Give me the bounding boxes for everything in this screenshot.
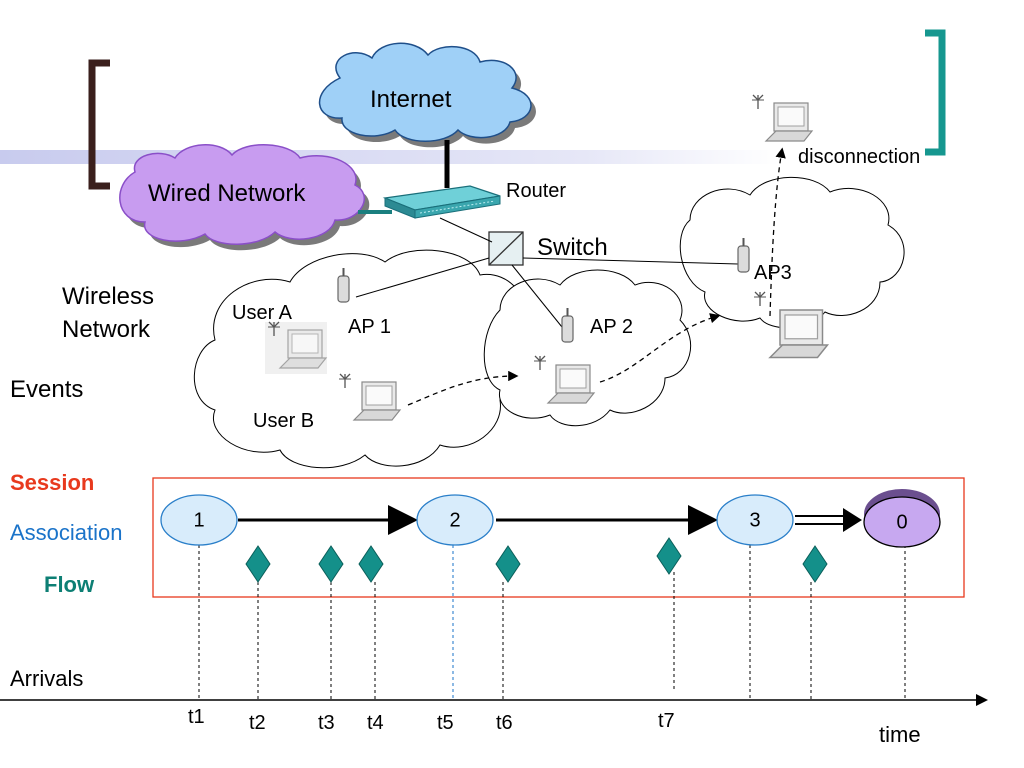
state-0: 0 (863, 489, 941, 548)
time-label: time (879, 722, 921, 747)
legend-flow: Flow (44, 572, 95, 597)
tick-t4: t4 (367, 712, 384, 734)
ap2-label: AP 2 (590, 316, 633, 338)
wireless-network-label-line2: Network (62, 316, 151, 343)
router-device (382, 185, 501, 219)
router-label: Router (506, 180, 567, 202)
internet-cloud (318, 42, 536, 148)
switch-ap1-link (355, 257, 490, 298)
state-0-label: 0 (896, 511, 907, 533)
disconnection-label: disconnection (798, 146, 921, 168)
switch-ap3-link (522, 257, 739, 265)
wireless-cloud-2 (483, 269, 692, 427)
ap3-label: AP3 (754, 262, 792, 284)
state-3-label: 3 (749, 509, 760, 531)
left-bracket (88, 59, 110, 190)
arrivals-label: Arrivals (10, 666, 84, 691)
tick-t7: t7 (658, 710, 675, 732)
legend-session: Session (10, 470, 95, 495)
router-switch-link (439, 217, 493, 243)
flow-diamond-t8 (802, 545, 828, 583)
user-a-label: User A (232, 302, 293, 324)
header-band (0, 150, 780, 164)
right-bracket (925, 29, 946, 156)
ap1-label: AP 1 (348, 316, 391, 338)
tick-t6: t6 (496, 712, 513, 734)
flow-diamond-t3 (318, 545, 344, 583)
flow-diamond-t6 (495, 545, 521, 583)
flow-diamond-t2 (245, 545, 271, 583)
state-3: 3 (716, 494, 794, 546)
user-b-label: User B (253, 410, 315, 432)
switch-label: Switch (537, 234, 608, 261)
move-arrow-2 (599, 313, 721, 383)
events-label: Events (10, 376, 84, 403)
state-1: 1 (160, 494, 238, 546)
flow-diamonds (245, 537, 828, 583)
flow-diamond-t7 (656, 537, 682, 575)
wired-network-label: Wired Network (148, 180, 306, 207)
user-a-laptop-icon (265, 321, 327, 374)
tick-t5: t5 (437, 712, 454, 734)
move-arrow-3 (769, 147, 786, 317)
wireless-cloud-3 (679, 176, 905, 329)
session-arrow-3-0 (795, 508, 862, 532)
timeline-frame (152, 477, 965, 598)
state-1-label: 1 (193, 509, 204, 531)
move-arrow-1 (407, 370, 519, 406)
tick-t2: t2 (249, 712, 266, 734)
legend-association: Association (10, 520, 123, 545)
wireless-network-label-line1: Wireless (62, 283, 155, 310)
arrival-guides (198, 545, 906, 700)
internet-label: Internet (370, 86, 452, 113)
switch-ap2-link (511, 264, 567, 333)
state-2: 2 (416, 494, 494, 546)
flow-diamond-t4 (358, 545, 384, 583)
tick-t1: t1 (188, 706, 205, 728)
tick-t3: t3 (318, 712, 335, 734)
state-2-label: 2 (449, 509, 460, 531)
wireless-cloud-1 (193, 249, 534, 469)
switch-device (488, 231, 524, 266)
disconnected-laptop-icon (751, 94, 813, 142)
wired-network-cloud (119, 144, 370, 251)
